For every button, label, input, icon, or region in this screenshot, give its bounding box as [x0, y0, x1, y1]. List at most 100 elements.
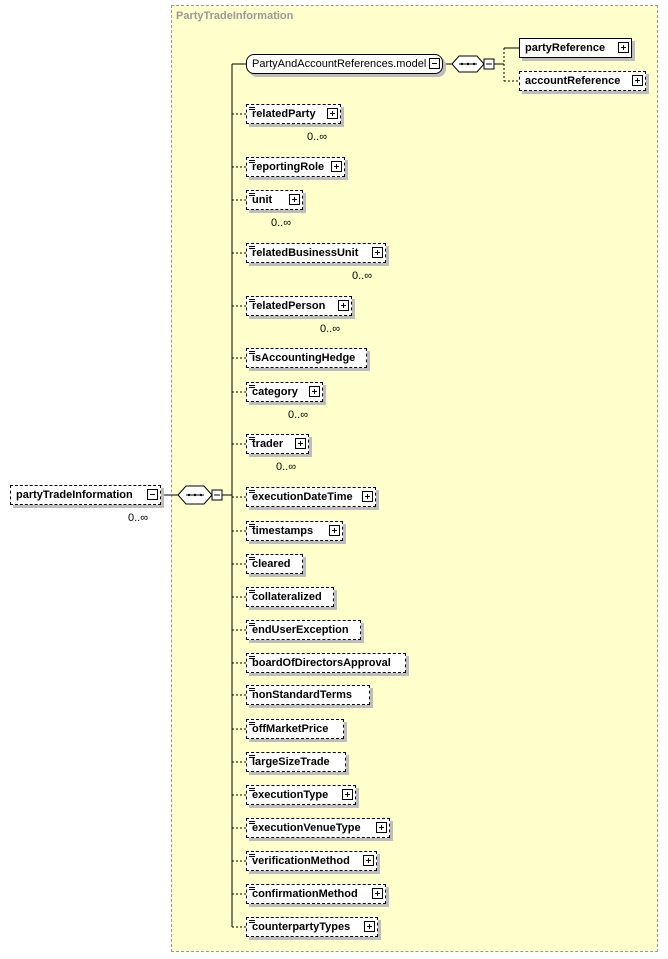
element-label: relatedPerson: [252, 300, 326, 312]
plus-box-icon[interactable]: [331, 161, 342, 172]
lines-icon: [249, 160, 255, 165]
lines-icon: [249, 193, 255, 198]
lines-icon: [249, 821, 255, 826]
element-node-trader[interactable]: trader: [246, 434, 309, 454]
model-child-account-reference[interactable]: accountReference: [519, 71, 646, 91]
plus-box-icon[interactable]: [632, 75, 643, 86]
element-label: verificationMethod: [252, 855, 350, 867]
lines-icon: [249, 524, 255, 529]
element-cardinality: 0..∞: [276, 461, 297, 473]
element-label: boardOfDirectorsApproval: [252, 657, 391, 669]
element-label: nonStandardTerms: [252, 689, 353, 701]
lines-icon: [249, 920, 255, 925]
element-node-timestamps[interactable]: timestamps: [246, 521, 343, 541]
plus-box-icon[interactable]: [372, 888, 383, 899]
lines-icon: [249, 107, 255, 112]
plus-box-icon[interactable]: [338, 300, 349, 311]
element-node-offMarketPrice[interactable]: offMarketPrice: [246, 719, 344, 739]
element-node-collateralized[interactable]: collateralized: [246, 587, 334, 607]
lines-icon: [249, 351, 255, 356]
element-node-executionVenueType[interactable]: executionVenueType: [246, 818, 390, 838]
root-cardinality: 0..∞: [128, 512, 149, 524]
element-label: largeSizeTrade: [252, 756, 330, 768]
element-label: endUserException: [252, 624, 349, 636]
element-label: executionDateTime: [252, 491, 353, 503]
element-node-confirmationMethod[interactable]: confirmationMethod: [246, 884, 386, 904]
element-label: counterpartyTypes: [252, 921, 351, 933]
element-node-boardOfDirectorsApproval[interactable]: boardOfDirectorsApproval: [246, 653, 406, 673]
element-cardinality: 0..∞: [271, 217, 292, 229]
plus-box-icon[interactable]: [327, 108, 338, 119]
plus-box-icon[interactable]: [329, 525, 340, 536]
lines-icon: [249, 755, 255, 760]
element-cardinality: 0..∞: [288, 409, 309, 421]
lines-icon: [249, 623, 255, 628]
sequence-compositor-icon: [177, 485, 213, 505]
element-label: confirmationMethod: [252, 888, 358, 900]
element-node-relatedBusinessUnit[interactable]: relatedBusinessUnit: [246, 243, 386, 263]
element-label: collateralized: [252, 591, 322, 603]
lines-icon: [249, 385, 255, 390]
element-node-reportingRole[interactable]: reportingRole: [246, 157, 345, 177]
element-label: unit: [252, 194, 273, 206]
element-label: reportingRole: [252, 161, 325, 173]
lines-icon: [249, 437, 255, 442]
root-element-node[interactable]: partyTradeInformation: [10, 485, 161, 505]
element-node-category[interactable]: category: [246, 382, 323, 402]
minus-box-icon[interactable]: [429, 58, 440, 69]
model-child-party-reference[interactable]: partyReference: [519, 38, 632, 58]
element-label: category: [252, 386, 298, 398]
element-node-unit[interactable]: unit: [246, 190, 303, 210]
lines-icon: [249, 656, 255, 661]
element-node-relatedParty[interactable]: relatedParty: [246, 104, 341, 124]
element-node-executionDateTime[interactable]: executionDateTime: [246, 487, 376, 507]
plus-box-icon[interactable]: [372, 247, 383, 258]
element-cardinality: 0..∞: [320, 323, 341, 335]
plus-box-icon[interactable]: [363, 855, 374, 866]
plus-box-icon[interactable]: [364, 921, 375, 932]
element-label: offMarketPrice: [252, 723, 329, 735]
plus-box-icon[interactable]: [362, 491, 373, 502]
lines-icon: [249, 299, 255, 304]
lines-icon: [249, 688, 255, 693]
model-child-label: partyReference: [525, 42, 606, 54]
element-cardinality: 0..∞: [307, 131, 328, 143]
lines-icon: [249, 854, 255, 859]
element-node-counterpartyTypes[interactable]: counterpartyTypes: [246, 917, 378, 937]
element-label: trader: [252, 438, 284, 450]
lines-icon: [249, 788, 255, 793]
element-node-isAccountingHedge[interactable]: isAccountingHedge: [246, 348, 367, 368]
plus-box-icon[interactable]: [309, 386, 320, 397]
model-group-node[interactable]: PartyAndAccountReferences.model: [246, 54, 443, 74]
element-node-endUserException[interactable]: endUserException: [246, 620, 361, 640]
plus-box-icon[interactable]: [289, 194, 300, 205]
complex-type-title: PartyTradeInformation: [176, 10, 294, 22]
model-group-label: PartyAndAccountReferences.model: [252, 58, 427, 70]
element-label: executionVenueType: [252, 822, 361, 834]
lines-icon: [249, 557, 255, 562]
minus-box-icon[interactable]: [147, 489, 158, 500]
lines-icon: [249, 590, 255, 595]
element-node-verificationMethod[interactable]: verificationMethod: [246, 851, 377, 871]
element-node-executionType[interactable]: executionType: [246, 785, 356, 805]
element-node-cleared[interactable]: cleared: [246, 554, 303, 574]
plus-box-icon[interactable]: [342, 789, 353, 800]
root-element-label: partyTradeInformation: [16, 489, 133, 501]
lines-icon: [249, 722, 255, 727]
lines-icon: [249, 246, 255, 251]
element-node-relatedPerson[interactable]: relatedPerson: [246, 296, 352, 316]
lines-icon: [249, 887, 255, 892]
element-label: executionType: [252, 789, 329, 801]
element-cardinality: 0..∞: [352, 270, 373, 282]
plus-box-icon[interactable]: [618, 42, 629, 53]
element-node-largeSizeTrade[interactable]: largeSizeTrade: [246, 752, 346, 772]
element-label: cleared: [252, 558, 291, 570]
plus-box-icon[interactable]: [295, 438, 306, 449]
element-node-nonStandardTerms[interactable]: nonStandardTerms: [246, 685, 370, 705]
plus-box-icon[interactable]: [376, 822, 387, 833]
element-label: relatedParty: [252, 108, 316, 120]
inner-sequence-compositor-icon: [451, 55, 485, 73]
model-child-label: accountReference: [525, 75, 621, 87]
